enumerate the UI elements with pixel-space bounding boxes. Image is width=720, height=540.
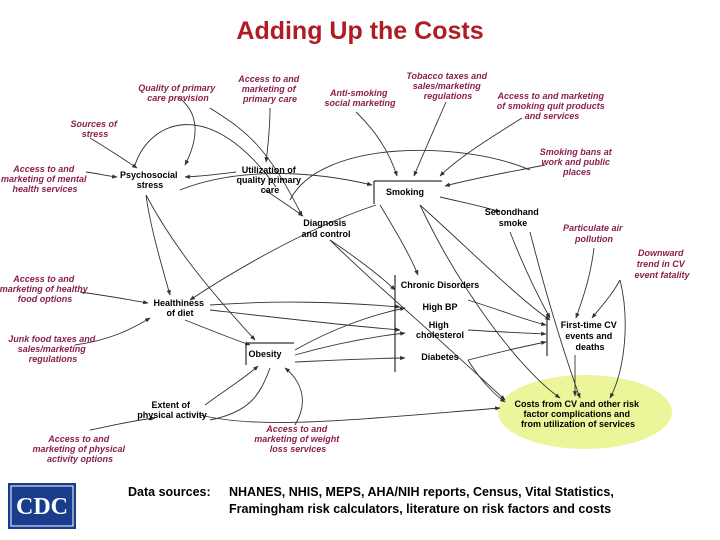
page-title: Adding Up the Costs (236, 17, 484, 45)
data-sources: Data sources: NHANES, NHIS, MEPS, AHA/NIH… (128, 484, 698, 518)
data-sources-line-1: Data sources: NHANES, NHIS, MEPS, AHA/NIH… (128, 484, 698, 501)
node-junk-food-taxes: Junk food taxes and sales/marketing regu… (8, 334, 98, 364)
node-costs: Costs from CV and other risk factor comp… (514, 399, 641, 429)
node-access-weight-loss: Access to and marketing of weight loss s… (254, 424, 342, 454)
node-psychosocial-stress: Psychosocial stress (120, 170, 180, 190)
node-borders (245, 180, 548, 372)
node-physical-activity: Extent of physical activity (137, 400, 207, 420)
node-access-physical-activity: Access to and marketing of physical acti… (32, 434, 127, 464)
data-sources-line-2: Framingham risk calculators, literature … (128, 501, 698, 518)
node-diabetes: Diabetes (421, 352, 459, 362)
data-sources-text-2: Framingham risk calculators, literature … (229, 502, 612, 516)
node-obesity: Obesity (248, 349, 281, 359)
node-smoking-bans: Smoking bans at work and public places (540, 147, 615, 177)
node-access-mental-health: Access to and marketing of mental health… (1, 164, 89, 194)
node-high-cholesterol: High cholesterol (416, 320, 464, 340)
data-sources-text-1: NHANES, NHIS, MEPS, AHA/NIH reports, Cen… (229, 485, 614, 499)
node-high-bp: High BP (423, 302, 458, 312)
node-secondhand-smoke: Secondhand smoke (485, 207, 542, 228)
node-smoking: Smoking (386, 187, 424, 197)
node-sources-of-stress: Sources of stress (70, 119, 119, 139)
cdc-logo: CDC (8, 483, 76, 529)
node-access-quit-products: Access to and marketing of smoking quit … (496, 91, 607, 121)
cdc-logo-text: CDC (16, 494, 68, 520)
node-anti-smoking-marketing: Anti-smoking social marketing (324, 88, 396, 108)
node-particulate-air-pollution: Particulate air pollution (563, 223, 625, 244)
node-chronic-disorders: Chronic Disorders (401, 280, 480, 290)
node-diagnosis-control: Diagnosis and control (302, 218, 351, 239)
node-access-primary-care: Access to and marketing of primary care (237, 74, 302, 104)
node-tobacco-taxes: Tobacco taxes and sales/marketing regula… (406, 71, 489, 101)
costs-highlight-ellipse (498, 375, 672, 449)
causal-edges (74, 96, 626, 431)
node-quality-primary-care: Quality of primary care provision (138, 83, 218, 103)
node-downward-trend-cv-fatality: Downward trend in CV event fatality (634, 248, 690, 280)
node-first-time-cv-events: First-time CV events and deaths (561, 320, 620, 352)
node-access-healthy-food: Access to and marketing of healthy food … (0, 274, 90, 304)
data-sources-label: Data sources: (128, 485, 211, 499)
node-utilization-primary-care: Utilization of quality primary care (236, 165, 303, 195)
node-healthiness-of-diet: Healthiness of diet (153, 298, 206, 318)
